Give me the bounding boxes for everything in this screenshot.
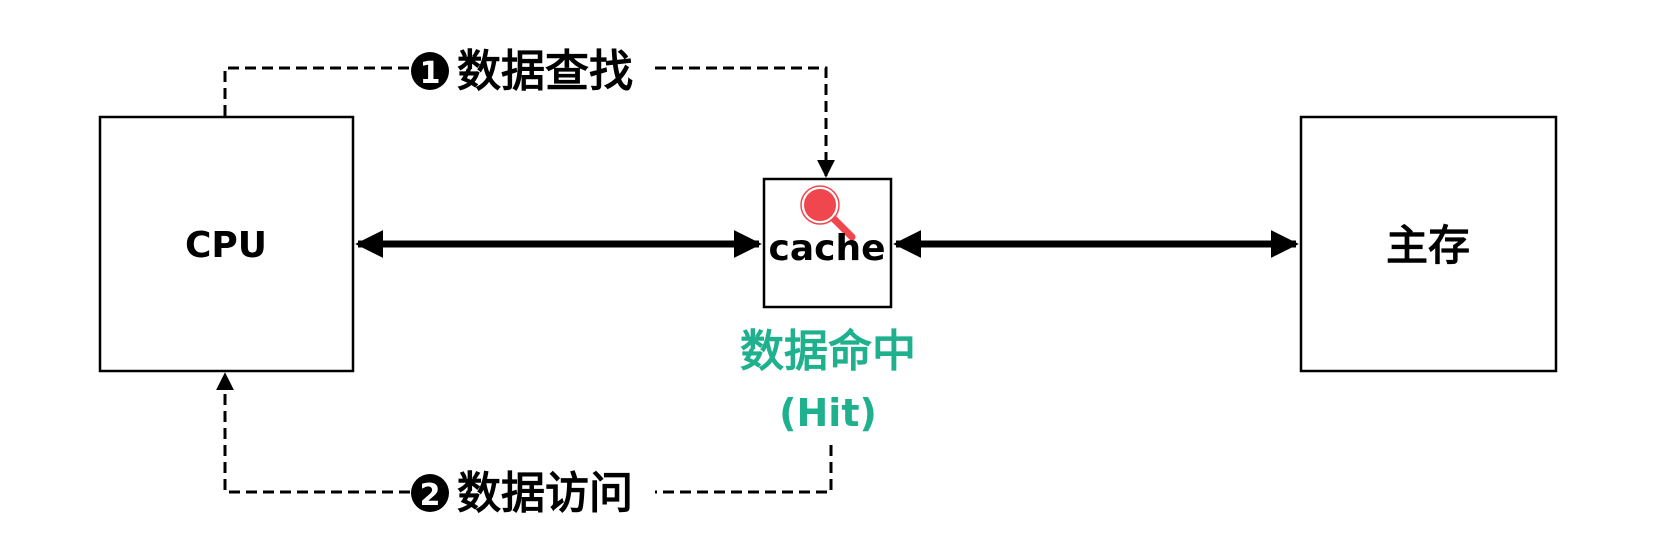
cpu-box: CPU bbox=[98, 115, 355, 373]
step-2-path: 2 数据访问 bbox=[216, 372, 833, 519]
step-1-path: 1 数据查找 bbox=[223, 46, 835, 178]
step-2-badge bbox=[411, 474, 449, 512]
hit-label: 数据命中 bbox=[740, 326, 916, 377]
main-memory-box: 主存 bbox=[1299, 115, 1558, 373]
cache-box: cache bbox=[762, 177, 893, 309]
main-memory-label: 主存 bbox=[1386, 221, 1470, 270]
step-1-number: 1 bbox=[420, 56, 441, 91]
step-1-badge bbox=[411, 52, 449, 90]
cpu-label: CPU bbox=[185, 225, 267, 266]
magnifier-icon bbox=[800, 185, 856, 241]
hit-sublabel: (Hit) bbox=[779, 391, 877, 435]
step-2-number: 2 bbox=[420, 478, 441, 513]
step-2-label: 数据访问 bbox=[457, 468, 633, 519]
step-1-label: 数据查找 bbox=[457, 46, 633, 97]
cache-label: cache bbox=[768, 228, 885, 269]
